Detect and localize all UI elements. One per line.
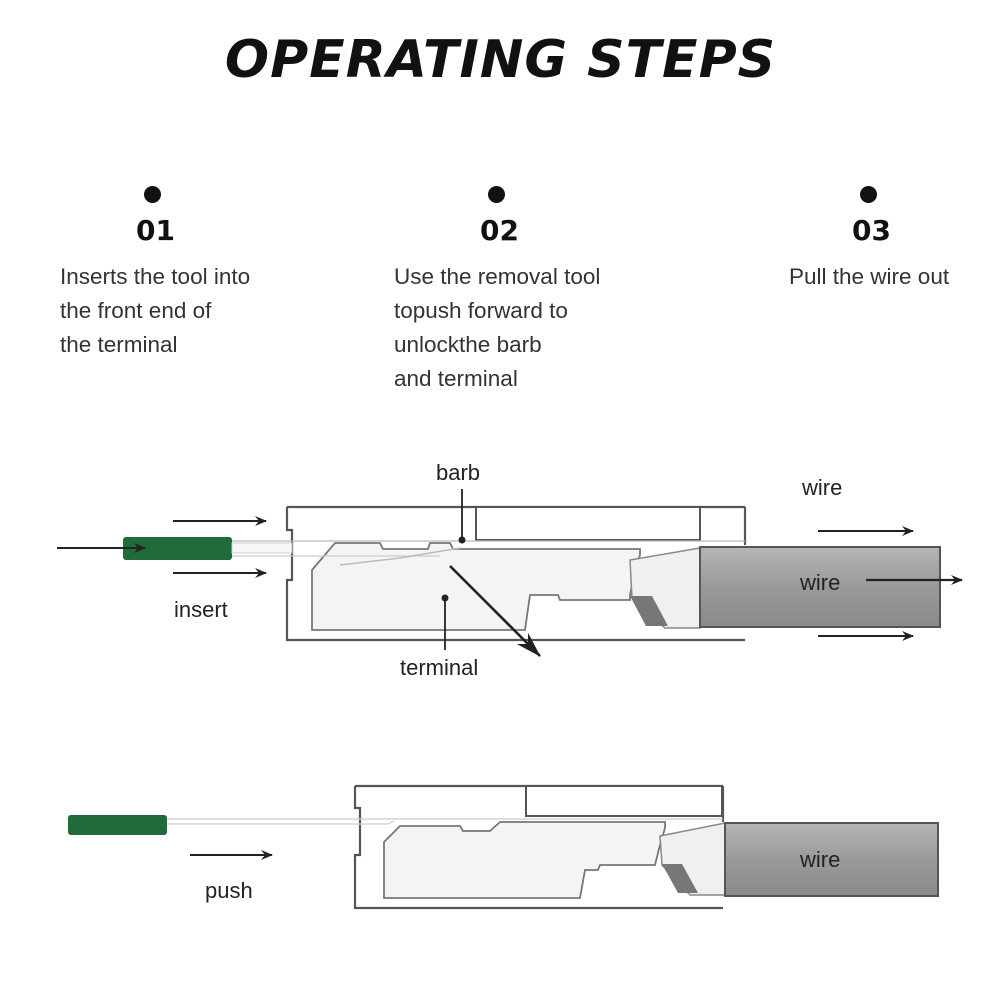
barb-point: [458, 536, 466, 544]
bottom-wire: [724, 822, 939, 897]
bottom-diagram: push wire: [68, 784, 939, 910]
bottom-green-tool: [68, 815, 167, 835]
step-2-line: Use the removal tool: [394, 264, 601, 289]
step-2-line: unlockthe barb: [394, 332, 542, 357]
terminal-label: terminal: [400, 655, 478, 680]
bottom-terminal-body: [383, 821, 666, 899]
step-3-description: Pull the wire out: [789, 260, 949, 294]
step-3-line: Pull the wire out: [789, 264, 950, 289]
wire-label-bottom: wire: [799, 847, 840, 872]
top-terminal-body: [311, 542, 641, 631]
top-diagram: barb wire wire insert terminal: [57, 460, 963, 680]
step-2-line: and terminal: [394, 366, 518, 391]
step-1-number: 01: [136, 214, 175, 247]
top-latch-block: [475, 506, 701, 541]
top-green-tool: [123, 537, 232, 560]
insert-label: insert: [174, 597, 228, 622]
step-1-line: Inserts the tool into: [60, 264, 251, 289]
terminal-point: [441, 594, 449, 602]
bottom-latch-block: [525, 785, 723, 817]
top-wire: [699, 546, 941, 628]
step-1-line: the terminal: [60, 332, 178, 357]
push-label: push: [205, 878, 253, 903]
step-2-bullet: [488, 186, 505, 203]
step-1-line: the front end of: [60, 298, 212, 323]
wire-label-in-wire: wire: [799, 570, 840, 595]
step-3-bullet: [860, 186, 877, 203]
step-1-bullet: [144, 186, 161, 203]
unlock-diagonal-arrow: [449, 565, 541, 657]
step-2-line: topush forward to: [394, 298, 568, 323]
page-title: OPERATING STEPS: [224, 30, 777, 90]
step-2-description: Use the removal tool topush forward to u…: [394, 260, 600, 396]
step-2-number: 02: [480, 214, 519, 247]
barb-label: barb: [436, 460, 480, 485]
wire-label-top: wire: [801, 475, 842, 500]
step-1-description: Inserts the tool into the front end of t…: [60, 260, 250, 362]
step-3-number: 03: [852, 214, 891, 247]
top-wire-crimp: [629, 547, 701, 629]
